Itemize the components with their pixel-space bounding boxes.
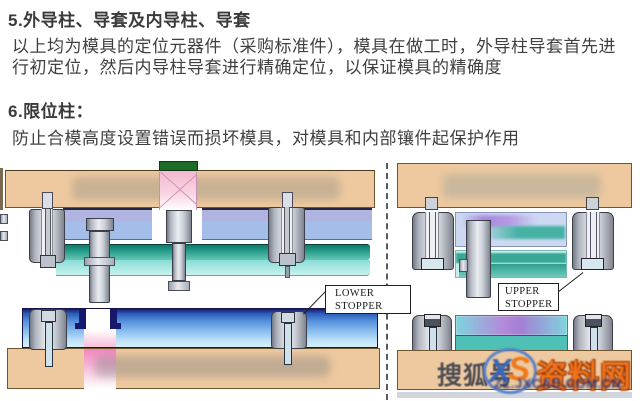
upper-left-bolt-cap <box>42 192 53 209</box>
right-lower-middle-plate-teal-band <box>456 335 567 351</box>
right-lower-right-bolt-head <box>585 314 602 327</box>
lower-left-stopper-bolt-head <box>41 310 56 322</box>
watermark-logo-x: X <box>489 352 512 389</box>
guide-pillar-collar <box>84 257 115 266</box>
upper-right-bolt-tip <box>285 266 290 278</box>
upper-stopper-label-line1: UPPER <box>505 286 540 297</box>
watermark-url-text: ZL.JXCAD.COM.CN <box>494 376 622 391</box>
right-lower-middle-plate-purple-band <box>456 316 567 335</box>
sprue-foot <box>168 281 190 291</box>
right-top-plate-blur-watermark <box>443 174 601 198</box>
upper-stopper-right-bolt-stem <box>590 212 597 260</box>
right-stack-teal-stripe-1 <box>456 253 566 263</box>
section6-heading: 6.限位柱： <box>8 102 94 121</box>
sprue-cylinder <box>166 210 192 243</box>
sprue-green-cap <box>159 161 198 171</box>
upper-stopper-right-bolt-cap <box>586 197 599 210</box>
lower-stopper-bolt-head <box>281 312 295 323</box>
left-edge-fragment-top <box>0 214 8 224</box>
section5-paragraph-line2: 行初定位，然后内导柱导套进行精确定位，以保证模具的精确度 <box>12 58 502 77</box>
lower-left-stopper-bolt-stem <box>45 322 53 367</box>
watermark-logo-s: S <box>508 350 531 387</box>
guide-pillar-shaft <box>89 231 110 303</box>
base-pink-channel <box>84 349 116 389</box>
right-lower-middle-plate <box>455 315 568 352</box>
upper-stopper-left-bolt-cap <box>425 197 438 210</box>
left-edge-fragment-bottom <box>0 231 8 241</box>
sprue-pink-block <box>159 172 197 210</box>
upper-right-bolt-cap <box>282 192 293 208</box>
bushing-retainer-left-foot <box>75 323 86 329</box>
upper-stopper-left-bolt-head <box>421 258 444 270</box>
upper-stopper-right-bolt-head <box>581 258 604 270</box>
watermark-site-text: 资料网 <box>536 359 632 394</box>
left-top-plate-blur-watermark <box>72 177 340 200</box>
guide-pillar-flange <box>86 218 114 231</box>
upper-stopper-left-bolt-stem <box>429 212 436 260</box>
left-base-plate <box>7 348 380 389</box>
upper-stopper-callout: UPPER STOPPER <box>498 283 559 311</box>
lower-stopper-label-line1: LOWER <box>335 288 375 299</box>
right-stack-teal-band-upper <box>486 226 565 239</box>
diagram-divider-dashed-line <box>386 163 388 400</box>
sprue-rod <box>172 243 186 281</box>
lower-stopper-callout: LOWER STOPPER <box>325 285 411 314</box>
upper-right-bolt-stem <box>284 207 290 255</box>
right-center-column-collar <box>459 259 468 272</box>
bushing-retainer-left <box>79 309 86 329</box>
right-lower-left-bolt-head <box>424 314 441 327</box>
upper-left-bolt-head <box>40 255 56 268</box>
bushing-retainer-right-foot <box>110 323 121 329</box>
watermark-xs-logo: X S <box>483 348 537 394</box>
next-row-edge-strip <box>397 392 632 398</box>
right-center-column <box>466 220 491 298</box>
lower-stopper-bolt-stem <box>284 323 292 365</box>
upper-left-bolt-stem <box>45 209 51 257</box>
section6-paragraph-line1: 防止合模高度设置错误而损坏模具，对模具和内部镶件起保护作用 <box>12 129 520 148</box>
section5-heading: 5.外导柱、导套及内导柱、导套 <box>8 11 251 30</box>
lower-stopper-label-line2: STOPPER <box>335 300 383 312</box>
bushing-retainer-right <box>110 309 117 329</box>
upper-right-bolt-head <box>279 253 296 266</box>
upper-stopper-label-line2: STOPPER <box>505 298 553 310</box>
left-base-blur-watermark <box>95 356 330 377</box>
left-edge-artifact <box>0 168 3 210</box>
section5-paragraph-line1: 以上均为模具的定位元器件（采购标准件），模具在做工时，外导柱导套首先进 <box>12 37 616 56</box>
sprue-cross-line-2 <box>160 172 196 209</box>
